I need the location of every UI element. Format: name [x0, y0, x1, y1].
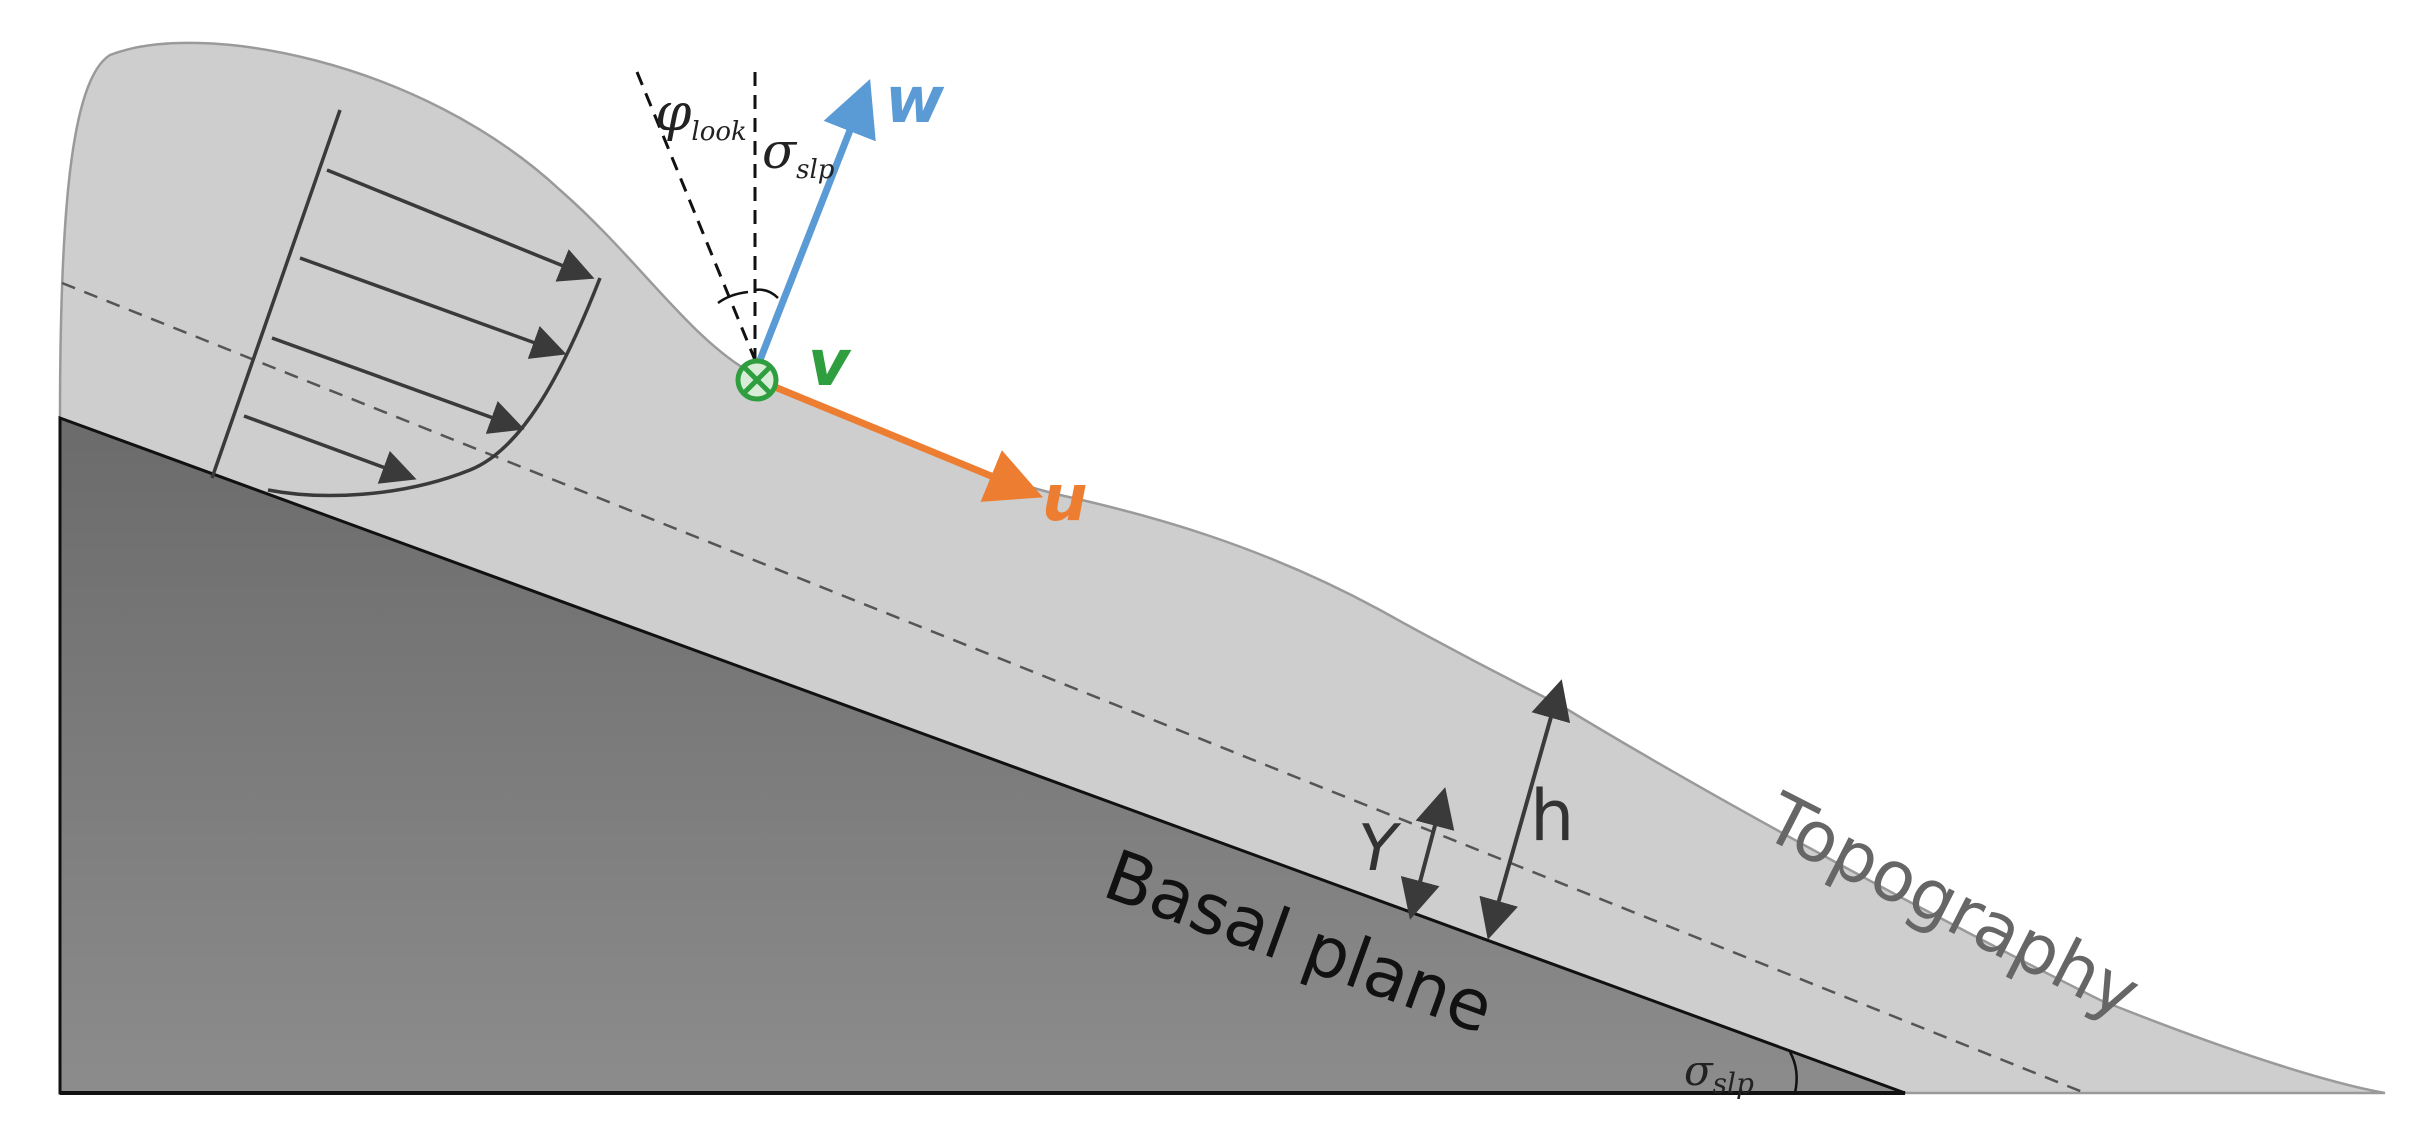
angle-arc-sigma — [754, 288, 779, 299]
profile-arrow-3 — [271, 336, 525, 434]
label-u: u — [1042, 462, 1088, 536]
dashed-midline — [61, 281, 2086, 1095]
profile-axis — [210, 109, 342, 479]
sigma-subscript-top: slp — [796, 155, 835, 185]
label-sigma-slp-top: σslp — [762, 122, 835, 185]
phi-symbol: φ — [655, 83, 692, 143]
look-dashed-line — [635, 71, 757, 361]
profile-curve — [267, 277, 602, 498]
y-arrow — [1400, 787, 1455, 920]
slope-angle-arc — [1788, 1051, 1798, 1094]
sigma-subscript-bottom: slp — [1713, 1067, 1754, 1100]
h-arrow — [1479, 679, 1571, 940]
u-arrow — [768, 381, 1043, 502]
profile-arrow-4 — [243, 414, 417, 484]
profile-arrow-2 — [299, 256, 567, 359]
label-phi-look: φlook — [655, 83, 747, 147]
angle-arc-phi — [717, 290, 749, 305]
label-w: w — [885, 64, 945, 138]
label-sigma-slp-bottom: σslp — [1684, 1046, 1754, 1100]
profile-arrow-1 — [326, 168, 595, 282]
circle-x-icon — [735, 358, 779, 402]
sigma-symbol-top: σ — [762, 122, 798, 180]
w-arrow — [756, 78, 876, 362]
sigma-symbol-bottom: σ — [1684, 1046, 1714, 1095]
phi-subscript: look — [691, 117, 746, 147]
label-v: v — [808, 327, 852, 401]
label-y: Y — [1358, 812, 1402, 886]
label-h: h — [1530, 775, 1574, 857]
